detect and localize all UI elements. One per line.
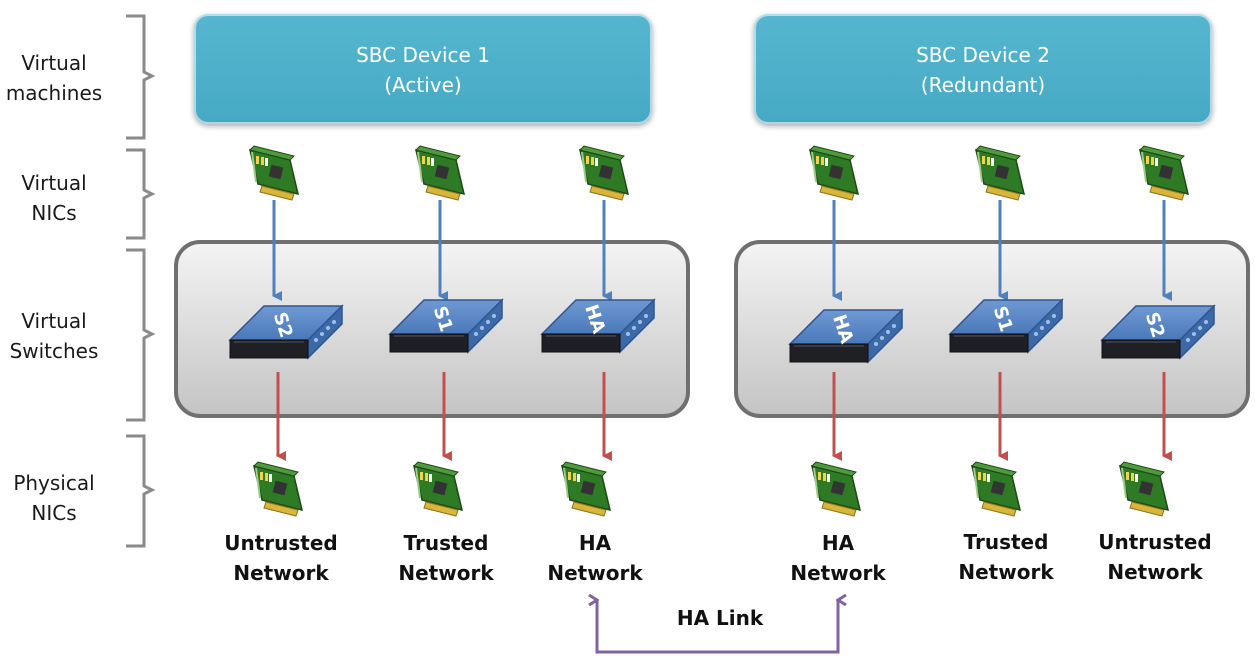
network-label-line: Untrusted [224,531,338,555]
network-label-d2-ha: HA Network [758,528,918,588]
vm-role: (Active) [384,73,462,97]
network-label-line: Network [547,561,643,585]
ha-link-label: HA Link [676,606,764,630]
virtual-switch-s2: S2 [1101,305,1215,359]
row-label-line: Virtual [21,51,87,75]
network-label-d1-trusted: Trusted Network [366,528,526,588]
row-label-line: Switches [9,339,99,363]
physical-nic-icon [413,461,463,517]
network-label-line: Network [958,560,1054,584]
network-label-line: Untrusted [1098,530,1212,554]
virtual-switch-s1: S1 [389,299,503,353]
virtual-switch-ha: HA [541,299,655,353]
bracket-physical-nics [126,434,156,548]
row-label-line: NICs [31,201,77,225]
virtual-switch-ha: HA [789,309,903,363]
vm-sbc-device-2: SBC Device 2 (Redundant) [754,14,1212,124]
ha-link-line [597,600,838,654]
virtual-switch-s1: S1 [949,299,1063,353]
vm-role: (Redundant) [920,73,1046,97]
row-brackets [126,14,156,548]
vm-sbc-device-1: SBC Device 1 (Active) [194,14,652,124]
virtual-nic-icon [415,145,465,201]
network-label-d2-untrusted: Untrusted Network [1075,527,1235,587]
row-label-line: Virtual [21,309,87,333]
row-label-virtual-machines: Virtual machines [0,48,108,108]
physical-nic-icon [561,461,611,517]
physical-nic-icon [811,461,861,517]
virtual-nic-icon [975,145,1025,201]
row-label-line: machines [5,81,103,105]
network-label-line: Network [790,561,886,585]
row-label-line: Virtual [21,171,87,195]
network-label-d2-trusted: Trusted Network [926,527,1086,587]
vm-name: SBC Device 2 [916,43,1050,67]
network-label-line: HA [821,531,855,555]
network-label-line: Network [398,561,494,585]
bracket-virtual-switches [126,248,156,422]
network-label-line: Trusted [963,530,1049,554]
row-label-line: Physical [13,471,95,495]
network-label-d1-ha: HA Network [515,528,675,588]
row-label-physical-nics: Physical NICs [0,468,108,528]
virtual-nic-icon [249,145,299,201]
bracket-virtual-machines [126,14,156,140]
vm-name: SBC Device 1 [356,43,490,67]
network-label-line: Network [233,561,329,585]
virtual-nic-icon [579,145,629,201]
row-label-virtual-nics: Virtual NICs [0,168,108,228]
network-label-line: HA [578,531,612,555]
row-label-virtual-switches: Virtual Switches [0,306,108,366]
network-label-line: Trusted [403,531,489,555]
physical-nic-icon [253,461,303,517]
physical-nic-icon [1119,461,1169,517]
row-label-line: NICs [31,501,77,525]
network-label-d1-untrusted: Untrusted Network [201,528,361,588]
virtual-nic-icon [809,145,859,201]
virtual-switch-s2: S2 [229,305,343,359]
bracket-virtual-nics [126,148,156,240]
network-label-line: Network [1107,560,1203,584]
virtual-nic-icon [1139,145,1189,201]
physical-nic-icon [971,461,1021,517]
